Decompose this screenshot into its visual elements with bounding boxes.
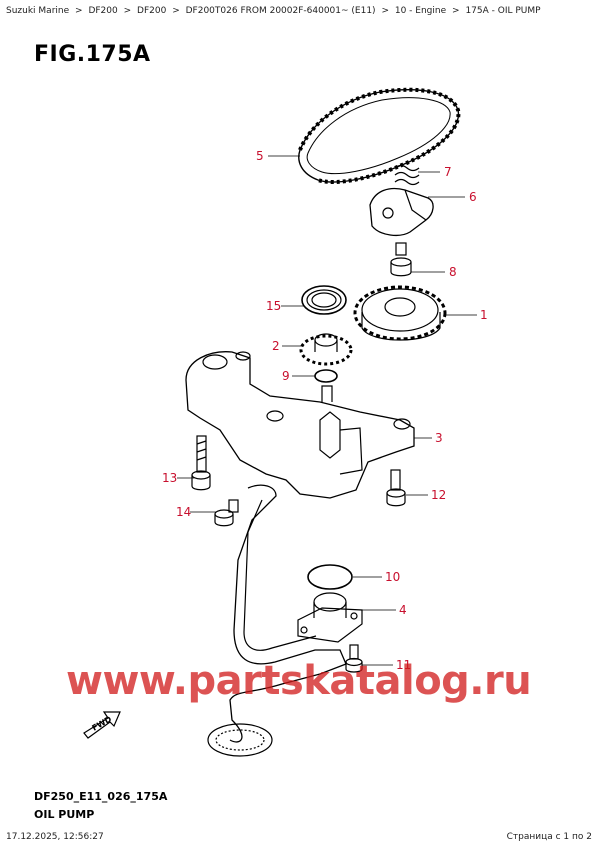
breadcrumb-item[interactable]: Suzuki Marine: [6, 6, 70, 16]
callout-15[interactable]: 15: [266, 299, 281, 313]
callout-13[interactable]: 13: [162, 471, 177, 485]
callout-1[interactable]: 1: [480, 308, 488, 322]
callout-10[interactable]: 10: [385, 570, 400, 584]
oil-pump-body[interactable]: [185, 351, 415, 499]
pump-bolt-right[interactable]: [386, 469, 406, 507]
callout-8[interactable]: 8: [449, 265, 457, 279]
breadcrumb-item-current: 175A - OIL PUMP: [465, 6, 541, 16]
small-o-ring[interactable]: [314, 369, 338, 383]
chain-tensioner[interactable]: [369, 187, 434, 237]
tube-bolt[interactable]: [214, 499, 239, 527]
breadcrumb-item[interactable]: DF200: [137, 6, 167, 16]
watermark: www.partskatalog.ru: [66, 658, 532, 704]
tensioner-bolt[interactable]: [390, 242, 412, 277]
breadcrumb: Suzuki Marine > DF200 > DF200 > DF200T02…: [6, 6, 544, 16]
page-counter: Страница с 1 по 2: [506, 832, 592, 842]
callout-11[interactable]: 11: [396, 658, 411, 672]
driven-sprocket[interactable]: [353, 285, 447, 341]
timing-chain[interactable]: [298, 87, 461, 184]
callout-7[interactable]: 7: [444, 165, 452, 179]
diagram-code: DF250_E11_026_175A: [34, 790, 168, 803]
breadcrumb-item[interactable]: DF200T026 FROM 20002F-640001~ (E11): [185, 6, 376, 16]
callout-numbers: 5 7 6 8 15 1 2 9 3 13 12 14 10 4 11: [162, 149, 488, 672]
callout-5[interactable]: 5: [256, 149, 264, 163]
breadcrumb-separator: >: [452, 6, 460, 16]
strainer-flange[interactable]: [297, 592, 363, 643]
callout-9[interactable]: 9: [282, 369, 290, 383]
fwd-arrow-icon: FWD: [83, 711, 121, 739]
figure-title: FIG.175A: [34, 42, 151, 67]
tensioner-spring[interactable]: [394, 164, 420, 186]
large-o-ring[interactable]: [307, 564, 353, 590]
callout-3[interactable]: 3: [435, 431, 443, 445]
oil-strainer-tube[interactable]: [207, 484, 347, 757]
drive-gear[interactable]: [299, 333, 353, 366]
flange-bolt[interactable]: [345, 644, 363, 673]
breadcrumb-item[interactable]: DF200: [88, 6, 118, 16]
pump-bolt-left[interactable]: [191, 435, 211, 491]
breadcrumb-separator: >: [172, 6, 180, 16]
oil-seal[interactable]: [301, 285, 347, 315]
breadcrumb-item[interactable]: 10 - Engine: [394, 6, 447, 16]
diagram-subtitle: OIL PUMP: [34, 808, 95, 821]
callout-6[interactable]: 6: [469, 190, 477, 204]
callout-2[interactable]: 2: [272, 339, 280, 353]
breadcrumb-separator: >: [123, 6, 132, 16]
fwd-label: FWD: [91, 714, 114, 732]
breadcrumb-separator: >: [381, 6, 389, 16]
breadcrumb-separator: >: [75, 6, 83, 16]
callout-14[interactable]: 14: [176, 505, 191, 519]
leader-lines: [177, 155, 477, 666]
callout-12[interactable]: 12: [431, 488, 446, 502]
callout-4[interactable]: 4: [399, 603, 407, 617]
print-timestamp: 17.12.2025, 12:56:27: [6, 832, 104, 842]
